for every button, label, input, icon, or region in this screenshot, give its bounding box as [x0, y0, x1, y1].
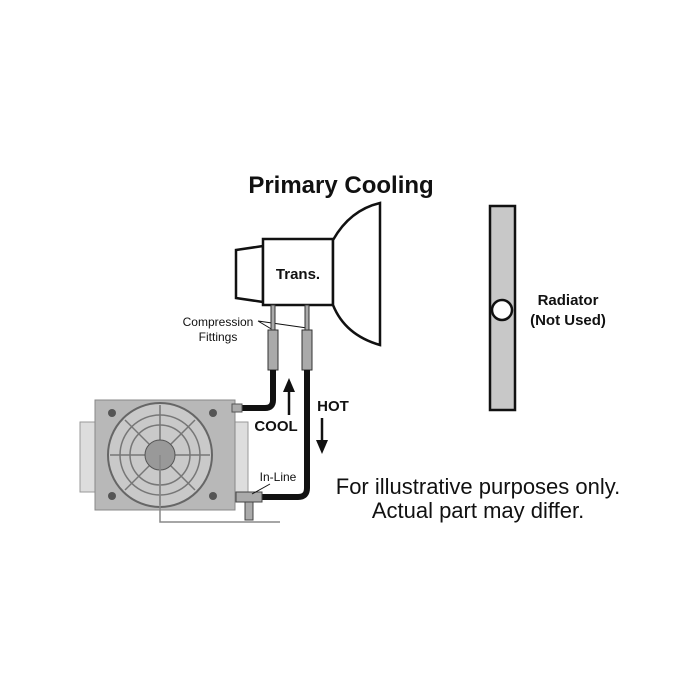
hot-label: HOT [317, 398, 349, 415]
radiator-label: Radiator [538, 292, 599, 309]
disclaimer-line-2: Actual part may differ. [372, 498, 584, 523]
fitting-hot [301, 329, 313, 371]
inline-leader [251, 483, 271, 495]
hot-arrow-icon [316, 418, 328, 454]
transmission [234, 201, 382, 347]
fittings-label: Compression [183, 315, 254, 329]
inline-label: In-Line [260, 470, 297, 484]
transmission-label: Trans. [276, 266, 320, 283]
radiator-sublabel: (Not Used) [530, 312, 606, 329]
fittings-label-2: Fittings [199, 330, 238, 344]
cool-arrow-icon [283, 378, 295, 415]
fitting-cool [267, 329, 279, 371]
inline-fitting [235, 491, 263, 521]
transmission-tailshaft [234, 244, 265, 304]
radiator-port [490, 298, 514, 322]
bell-housing [331, 201, 382, 347]
diagram-title: Primary Cooling [248, 172, 433, 199]
fittings-leader [257, 320, 308, 331]
cool-hose [240, 370, 276, 411]
disclaimer-line-1: For illustrative purposes only. [336, 474, 621, 499]
hot-hose [262, 370, 310, 500]
cool-label: COOL [254, 418, 297, 435]
compression-fittings [267, 304, 313, 371]
